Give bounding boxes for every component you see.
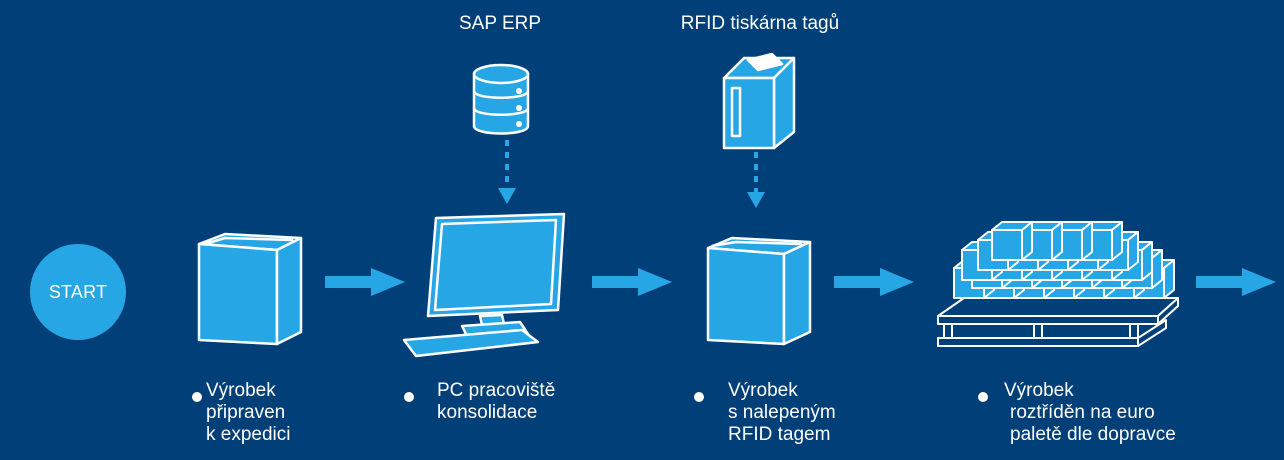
printer-dashed-arrow <box>747 152 765 208</box>
caption-line: konsolidace <box>437 402 538 423</box>
arrow-right-icon <box>325 268 405 296</box>
bullet-icon <box>694 392 704 402</box>
caption-line: PC pracoviště <box>437 380 556 401</box>
step-caption: PC pracoviště konsolidace <box>437 380 555 424</box>
caption-line: Výrobek <box>206 380 276 401</box>
database-icon <box>472 63 530 135</box>
step-caption: Výrobek připraven k expedici <box>206 380 291 446</box>
bullet-icon <box>404 392 414 402</box>
start-label: START <box>48 281 108 302</box>
arrow-right-icon <box>834 268 914 296</box>
bullet-icon <box>192 392 202 402</box>
caption-line: RFID tagem <box>728 424 831 445</box>
caption-line: připraven <box>206 402 286 423</box>
rfid-printer-icon <box>722 52 796 150</box>
bullet-icon <box>978 392 988 402</box>
box-icon <box>706 236 812 346</box>
caption-line: roztříděn na euro <box>1010 402 1155 423</box>
caption-line: k expedici <box>206 424 291 445</box>
start-node: START <box>30 244 126 340</box>
box-icon <box>197 232 303 346</box>
arrow-right-icon <box>592 268 672 296</box>
caption-line: s nalepeným <box>728 402 836 423</box>
caption-line: paletě dle dopravce <box>1010 424 1176 445</box>
rfid-printer-label: RFID tiskárna tagů <box>680 13 840 34</box>
caption-line: Výrobek <box>728 380 798 401</box>
step-caption: Výrobek s nalepeným RFID tagem <box>728 380 836 446</box>
step-caption: Výrobek roztříděn na euro paletě dle dop… <box>1004 380 1176 446</box>
caption-line: Výrobek <box>1004 380 1074 401</box>
pallet-icon <box>937 221 1179 347</box>
erp-dashed-arrow <box>498 140 516 204</box>
arrow-right-icon <box>1196 268 1276 296</box>
erp-label: SAP ERP <box>458 13 542 34</box>
computer-icon <box>402 212 566 358</box>
